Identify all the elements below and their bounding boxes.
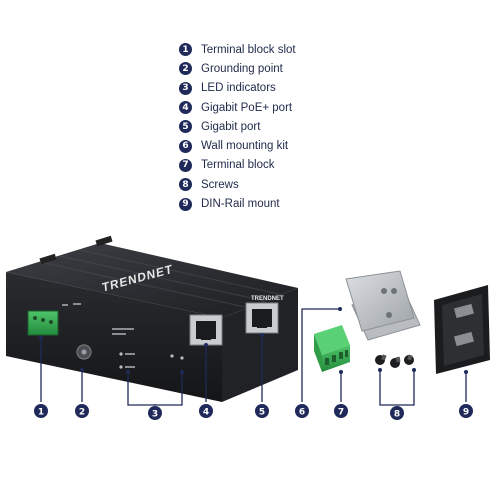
svg-text:8: 8 <box>394 410 400 420</box>
legend-number-badge: 6 <box>179 139 192 153</box>
svg-text:9: 9 <box>463 408 469 418</box>
legend-label: Wall mounting kit <box>201 140 289 153</box>
legend-number-badge: 1 <box>179 43 192 57</box>
legend-number-badge: 3 <box>179 81 192 95</box>
callout-badge-2: 2 <box>75 404 89 418</box>
terminal-slot-screws <box>33 316 53 324</box>
legend-label: Gigabit PoE+ port <box>201 101 293 114</box>
wall-mounting-kit <box>345 270 421 341</box>
legend-item-6: 6 Wall mounting kit <box>179 136 296 155</box>
legend-number-badge: 9 <box>179 197 192 211</box>
legend-item-2: 2 Grounding point <box>179 59 296 78</box>
legend-label: LED indicators <box>201 82 276 95</box>
terminal-block-slot <box>27 310 59 336</box>
svg-text:2: 2 <box>79 408 85 418</box>
din-rail-mount <box>434 285 490 374</box>
device-top-ribs <box>39 249 284 308</box>
legend-item-4: 4 Gigabit PoE+ port <box>179 98 296 117</box>
device-mount-tab <box>95 235 113 247</box>
svg-text:6: 6 <box>299 408 305 418</box>
legend-label: Terminal block slot <box>201 43 296 56</box>
poe-injector-device: TRENDNET <box>6 235 298 402</box>
device-top-surface <box>6 243 298 318</box>
legend-item-8: 8 Screws <box>179 175 296 194</box>
callout-badge-9: 9 <box>459 404 473 418</box>
device-mount-tab <box>39 253 57 265</box>
callout-badge-8: 8 <box>390 406 404 420</box>
callout-badge-5: 5 <box>255 404 269 418</box>
gigabit-poe-port <box>189 314 223 346</box>
legend-item-1: 1 Terminal block slot <box>179 40 296 59</box>
svg-text:5: 5 <box>259 408 265 418</box>
callout-badge-1: 1 <box>34 404 48 418</box>
callout-badge-4: 4 <box>199 404 213 418</box>
legend-label: Gigabit port <box>201 120 261 133</box>
svg-text:3: 3 <box>152 410 158 420</box>
svg-text:4: 4 <box>203 408 209 418</box>
legend-label: DIN-Rail mount <box>201 198 280 211</box>
svg-text:1: 1 <box>38 408 44 418</box>
svg-text:7: 7 <box>338 408 344 418</box>
legend-item-3: 3 LED indicators <box>179 79 296 98</box>
device-front-brand: TRENDNET <box>251 296 284 302</box>
legend-label: Grounding point <box>201 62 283 75</box>
wall-mount-plate <box>345 270 415 332</box>
legend-number-badge: 5 <box>179 120 192 134</box>
legend-number-badge: 4 <box>179 101 192 115</box>
screws <box>375 354 414 368</box>
legend-number-badge: 7 <box>179 158 192 172</box>
gigabit-port <box>245 302 279 334</box>
legend-number-badge: 2 <box>179 62 192 76</box>
legend-label: Screws <box>201 178 239 191</box>
callout-badge-3: 3 <box>148 406 162 420</box>
legend-item-7: 7 Terminal block <box>179 156 296 175</box>
terminal-block-plug <box>314 325 350 372</box>
callout-leader-lines <box>39 307 468 406</box>
legend-item-5: 5 Gigabit port <box>179 117 296 136</box>
callout-badge-7: 7 <box>334 404 348 418</box>
legend-label: Terminal block <box>201 159 275 172</box>
legend-number-badge: 8 <box>179 178 192 192</box>
device-right-face <box>222 288 298 402</box>
legend-item-9: 9 DIN-Rail mount <box>179 194 296 213</box>
led-indicators <box>119 352 184 369</box>
device-left-face <box>6 272 222 402</box>
callout-badge-6: 6 <box>295 404 309 418</box>
